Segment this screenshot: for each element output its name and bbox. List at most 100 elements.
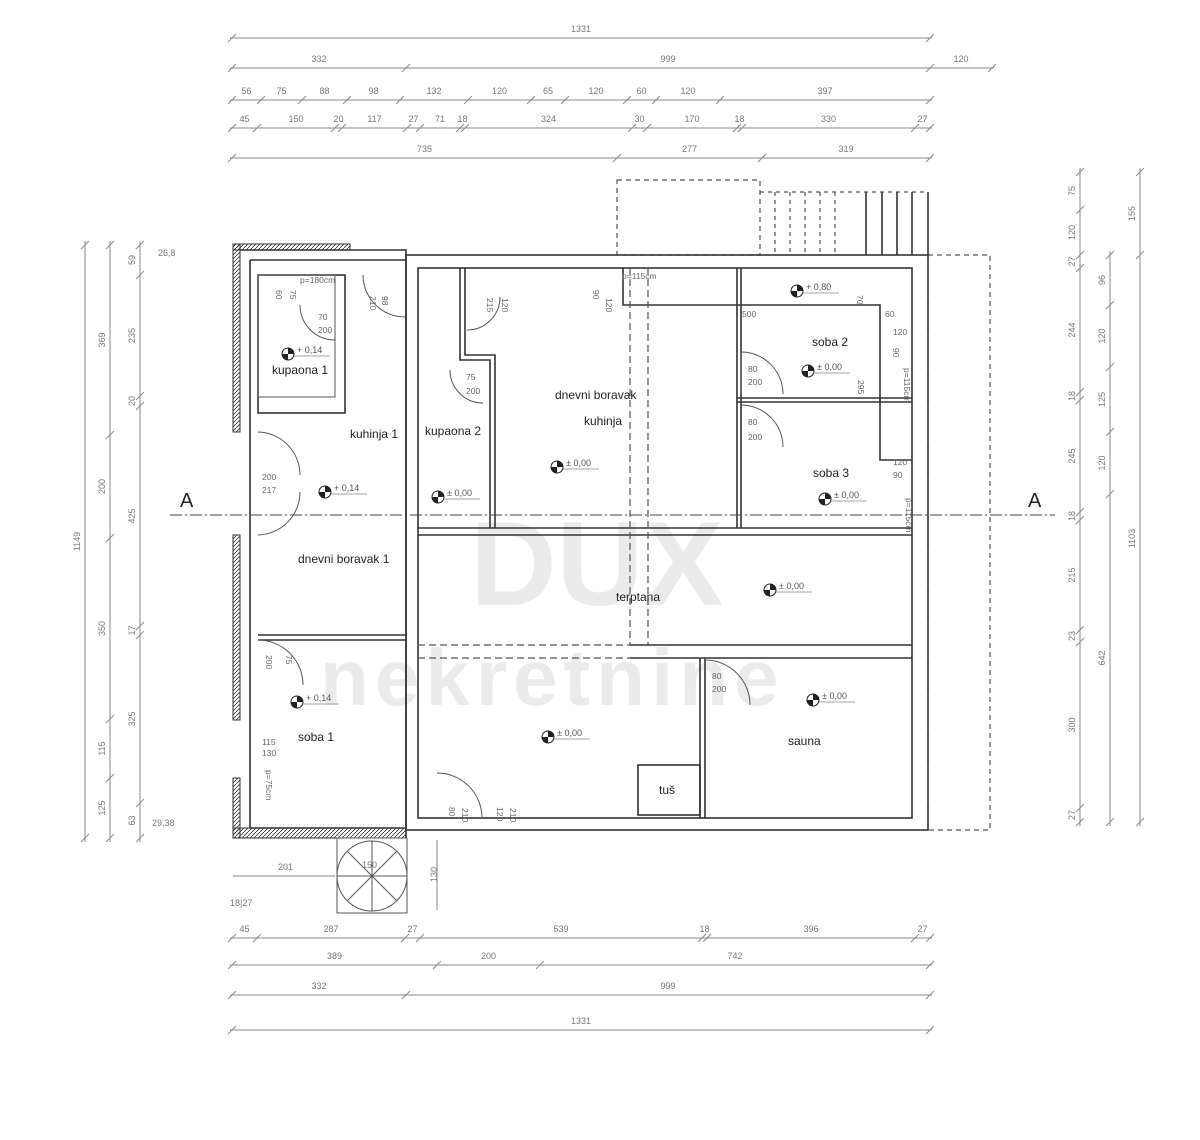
opening-label: 115	[262, 737, 276, 747]
dimension-row-top: 332 999 120	[227, 54, 997, 73]
dimension-label: 277	[682, 144, 697, 154]
level-marker-soba2: ± 0,00	[801, 362, 850, 378]
level-marker-hall: ± 0,00	[541, 728, 590, 744]
dimension-tick	[415, 933, 425, 943]
dimension-label: 125	[97, 800, 107, 815]
dimension-row-bottom: 1331	[227, 1016, 935, 1035]
dimension-label: 27	[1067, 256, 1077, 266]
opening-label: 90	[591, 290, 601, 300]
dimension-tick	[135, 240, 145, 250]
dimension-label: 96	[1097, 275, 1107, 285]
opening-label: 75	[466, 372, 476, 382]
dimension-tick	[252, 123, 262, 133]
dimension-tick	[463, 95, 473, 105]
dimension-label: 27	[407, 924, 417, 934]
opening-label: 120	[604, 298, 614, 312]
dimension-label: 45	[239, 114, 249, 124]
opening-label: 70	[855, 295, 865, 305]
dimension-label: 287	[323, 924, 338, 934]
opening-label: 120	[500, 298, 510, 312]
dimension-label: 75	[276, 86, 286, 96]
dimension-tick	[432, 960, 442, 970]
dimension-row-top: 735 277 319	[227, 144, 935, 163]
dimension-tick	[1105, 427, 1115, 437]
dimension-label: 235	[127, 328, 137, 343]
dimension-tick	[1075, 263, 1085, 273]
dimension-label: 125	[1097, 392, 1107, 407]
dimension-tick	[227, 63, 237, 73]
dimension-row-top: 1331	[227, 24, 935, 43]
dimension-label: 17	[127, 625, 137, 635]
walls	[232, 243, 929, 839]
dimension-label: 120	[953, 54, 968, 64]
dimension-label: 120	[1097, 455, 1107, 470]
section-marker-left: A	[180, 490, 194, 512]
room-sauna: sauna	[788, 734, 821, 748]
level-value: ± 0,00	[779, 581, 804, 591]
level-marker-kuhinja1: + 0,14	[318, 483, 367, 499]
opening-label: p=115cm	[904, 498, 914, 533]
dimension-label: 120	[1097, 328, 1107, 343]
dimension-tick	[135, 798, 145, 808]
dimension-tick	[1075, 387, 1085, 397]
dimension-label: 132	[426, 86, 441, 96]
dimension-tick	[925, 960, 935, 970]
dimension-tick	[227, 1025, 237, 1035]
dimension-label: 63	[127, 815, 137, 825]
opening-label: 200	[262, 472, 276, 482]
dimension-label: 1149	[72, 532, 82, 551]
stair-depth: 130	[429, 867, 439, 882]
dimension-label: 999	[660, 54, 675, 64]
opening-label: 500	[742, 309, 756, 319]
dimension-tick	[395, 95, 405, 105]
dimension-tick	[455, 123, 465, 133]
dimension-label: 150	[288, 114, 303, 124]
dimension-label: 27	[1067, 810, 1077, 820]
dimension-tick	[105, 833, 115, 843]
level-icon-fill	[319, 486, 331, 498]
dimension-tick	[135, 270, 145, 280]
dimension-label: 319	[838, 144, 853, 154]
opening-label: 217	[262, 485, 276, 495]
dimension-label: 117	[367, 114, 381, 124]
dimension-tick	[627, 123, 637, 133]
opening-label: p=115cm	[902, 368, 912, 403]
dimension-tick	[925, 153, 935, 163]
room-kuhinja: kuhinja	[584, 414, 622, 428]
opening-label: 120	[893, 457, 907, 467]
dimension-tick	[702, 933, 712, 943]
dimension-tick	[1135, 250, 1145, 260]
dimension-label: 120	[680, 86, 695, 96]
dimension-tick	[80, 833, 90, 843]
level-marker-dnevni: ± 0,00	[550, 458, 599, 474]
dimension-label: 18	[699, 924, 709, 934]
dimension-label: 389	[327, 951, 342, 961]
dimension-tick	[342, 95, 352, 105]
dimension-tick	[925, 63, 935, 73]
watermark-brand: DUX	[470, 497, 723, 631]
level-value: ± 0,00	[557, 728, 582, 738]
dimension-label: 27	[917, 924, 927, 934]
opening-label: 215	[485, 298, 495, 312]
dimension-label: 20	[127, 396, 137, 406]
dimension-label: 332	[311, 54, 326, 64]
dimension-tick	[135, 401, 145, 411]
room-kupaona-1: kupaona 1	[272, 363, 328, 377]
dimension-label: 735	[417, 144, 432, 154]
dimension-label: 88	[319, 86, 329, 96]
room-soba-1: soba 1	[298, 730, 334, 744]
dimension-tick	[1075, 250, 1085, 260]
dimension-label: 115	[97, 741, 107, 755]
dimension-tick	[925, 95, 935, 105]
opening-label: 70	[318, 312, 328, 322]
dimension-tick	[135, 833, 145, 843]
opening-label: 200	[748, 432, 762, 442]
opening-label: 200	[466, 386, 480, 396]
dimension-label: 18	[457, 114, 467, 124]
level-icon-fill	[542, 731, 554, 743]
dimension-label: 200	[481, 951, 496, 961]
dimension-tick	[402, 123, 412, 133]
dimension-label: 27	[917, 114, 927, 124]
dimension-tick	[1075, 625, 1085, 635]
